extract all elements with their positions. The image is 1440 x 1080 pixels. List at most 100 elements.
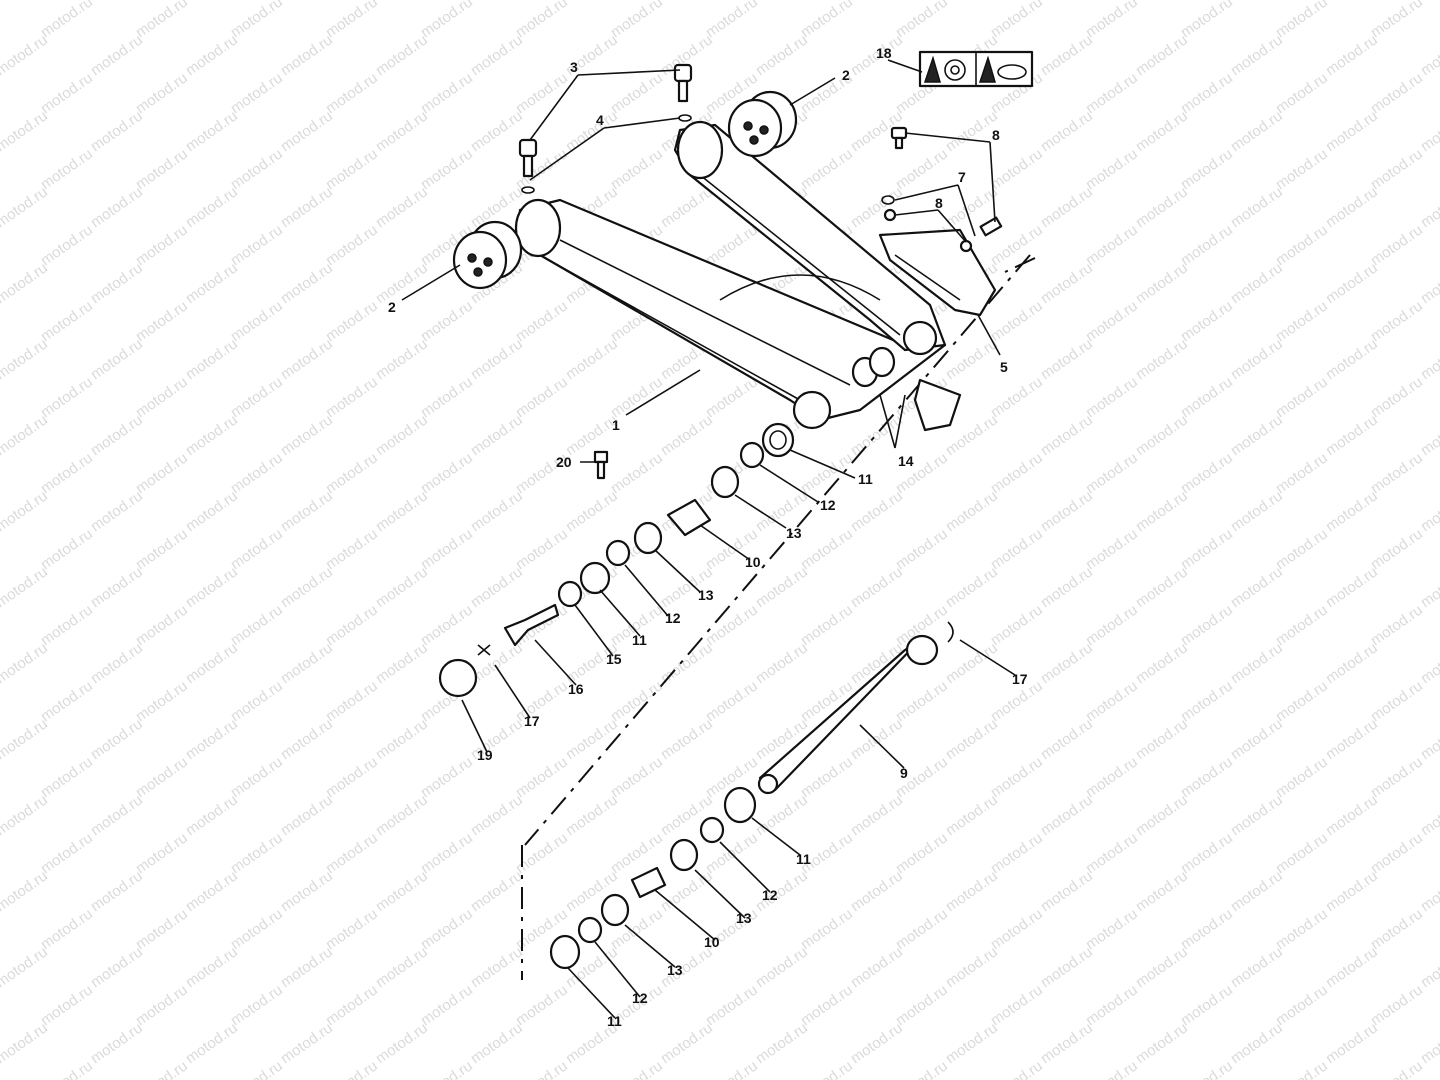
watermark-text: motod.ru	[703, 221, 761, 269]
watermark-text: motod.ru	[1368, 525, 1426, 573]
callout-12-d: 12	[632, 990, 648, 1006]
watermark-text: motod.ru	[1133, 487, 1191, 535]
watermark-text: motod.ru	[798, 1057, 856, 1080]
watermark-text: motod.ru	[1368, 0, 1426, 41]
watermark-text: motod.ru	[1178, 221, 1236, 269]
watermark-text: motod.ru	[1273, 1057, 1331, 1080]
watermark-text: motod.ru	[1133, 639, 1191, 687]
watermark-text: motod.ru	[133, 601, 191, 649]
watermark-text: motod.ru	[38, 69, 96, 117]
watermark-text: motod.ru	[468, 867, 526, 915]
watermark-text: motod.ru	[228, 525, 286, 573]
watermark-text: motod.ru	[1228, 183, 1286, 231]
watermark-text: motod.ru	[418, 525, 476, 573]
watermark-text: motod.ru	[1083, 449, 1141, 497]
watermark-text: motod.ru	[183, 183, 241, 231]
watermark-text: motod.ru	[278, 335, 336, 383]
watermark-text: motod.ru	[133, 829, 191, 877]
watermark-text: motod.ru	[278, 791, 336, 839]
watermark-text: motod.ru	[1228, 867, 1286, 915]
bearing-left	[452, 220, 523, 290]
watermark-text: motod.ru	[753, 943, 811, 991]
watermark-text: motod.ru	[373, 259, 431, 307]
watermark-text: motod.ru	[848, 1019, 906, 1067]
watermark-text: motod.ru	[988, 829, 1046, 877]
watermark-text: motod.ru	[1133, 411, 1191, 459]
watermark-text: motod.ru	[1038, 1019, 1096, 1067]
watermark-text: motod.ru	[1273, 297, 1331, 345]
watermark-text: motod.ru	[278, 943, 336, 991]
watermark-text: motod.ru	[1083, 1057, 1141, 1080]
watermark-text: motod.ru	[1178, 905, 1236, 953]
watermark-text: motod.ru	[1133, 335, 1191, 383]
watermark-text: motod.ru	[323, 525, 381, 573]
watermark-text: motod.ru	[133, 677, 191, 725]
watermark-text: motod.ru	[988, 601, 1046, 649]
callout-10-b: 10	[704, 934, 720, 950]
watermark-text: motod.ru	[1368, 601, 1426, 649]
watermark-text: motod.ru	[1178, 69, 1236, 117]
watermark-text: motod.ru	[988, 1057, 1046, 1080]
watermark-text: motod.ru	[418, 297, 476, 345]
watermark-text: motod.ru	[373, 563, 431, 611]
watermark-text: motod.ru	[228, 145, 286, 193]
watermark-text: motod.ru	[183, 0, 241, 3]
watermark-text: motod.ru	[848, 487, 906, 535]
callout-11-c: 11	[796, 851, 811, 867]
watermark-text: motod.ru	[88, 943, 146, 991]
watermark-text: motod.ru	[133, 753, 191, 801]
watermark-text: motod.ru	[1323, 183, 1381, 231]
watermark-text: motod.ru	[1083, 373, 1141, 421]
watermark-text: motod.ru	[468, 791, 526, 839]
watermark-text: motod.ru	[0, 943, 51, 991]
watermark-text: motod.ru	[1178, 1057, 1236, 1080]
watermark-text: motod.ru	[183, 563, 241, 611]
watermark-text: motod.ru	[323, 677, 381, 725]
watermark-text: motod.ru	[1178, 753, 1236, 801]
watermark-text: motod.ru	[38, 601, 96, 649]
watermark-text: motod.ru	[753, 0, 811, 3]
watermark-text: motod.ru	[228, 1057, 286, 1080]
callout-10-a: 10	[745, 554, 761, 570]
watermark-text: motod.ru	[513, 69, 571, 117]
watermark-text: motod.ru	[228, 221, 286, 269]
watermark-text: motod.ru	[1038, 31, 1096, 79]
watermark-text: motod.ru	[88, 335, 146, 383]
watermark-text: motod.ru	[658, 1019, 716, 1067]
watermark-text: motod.ru	[1418, 715, 1440, 763]
watermark-text: motod.ru	[1038, 335, 1096, 383]
watermark-text: motod.ru	[608, 753, 666, 801]
watermark-text: motod.ru	[1038, 791, 1096, 839]
watermark-text: motod.ru	[38, 297, 96, 345]
callout-5: 5	[1000, 359, 1008, 375]
watermark-text: motod.ru	[608, 69, 666, 117]
watermark-text: motod.ru	[1418, 867, 1440, 915]
watermark-text: motod.ru	[1133, 867, 1191, 915]
watermark-text: motod.ru	[563, 715, 621, 763]
watermark-text: motod.ru	[1418, 259, 1440, 307]
watermark-text: motod.ru	[608, 145, 666, 193]
watermark-text: motod.ru	[798, 145, 856, 193]
watermark-text: motod.ru	[88, 0, 146, 3]
watermark-text: motod.ru	[38, 525, 96, 573]
watermark-text: motod.ru	[1323, 715, 1381, 763]
watermark-text: motod.ru	[278, 411, 336, 459]
watermark-text: motod.ru	[893, 905, 951, 953]
watermark-text: motod.ru	[1228, 639, 1286, 687]
watermark-text: motod.ru	[323, 297, 381, 345]
watermark-text: motod.ru	[228, 449, 286, 497]
watermark-text: motod.ru	[1368, 677, 1426, 725]
watermark-text: motod.ru	[658, 183, 716, 231]
watermark-text: motod.ru	[1368, 145, 1426, 193]
callout-12-c: 12	[762, 887, 778, 903]
service-icons-box	[918, 50, 1034, 88]
watermark-text: motod.ru	[1418, 563, 1440, 611]
watermark-text: motod.ru	[418, 449, 476, 497]
watermark-text: motod.ru	[278, 867, 336, 915]
callout-17-right: 17	[1012, 671, 1028, 687]
watermark-text: motod.ru	[658, 715, 716, 763]
watermark-text: motod.ru	[88, 259, 146, 307]
watermark-text: motod.ru	[88, 31, 146, 79]
watermark-text: motod.ru	[418, 145, 476, 193]
watermark-text: motod.ru	[1133, 715, 1191, 763]
